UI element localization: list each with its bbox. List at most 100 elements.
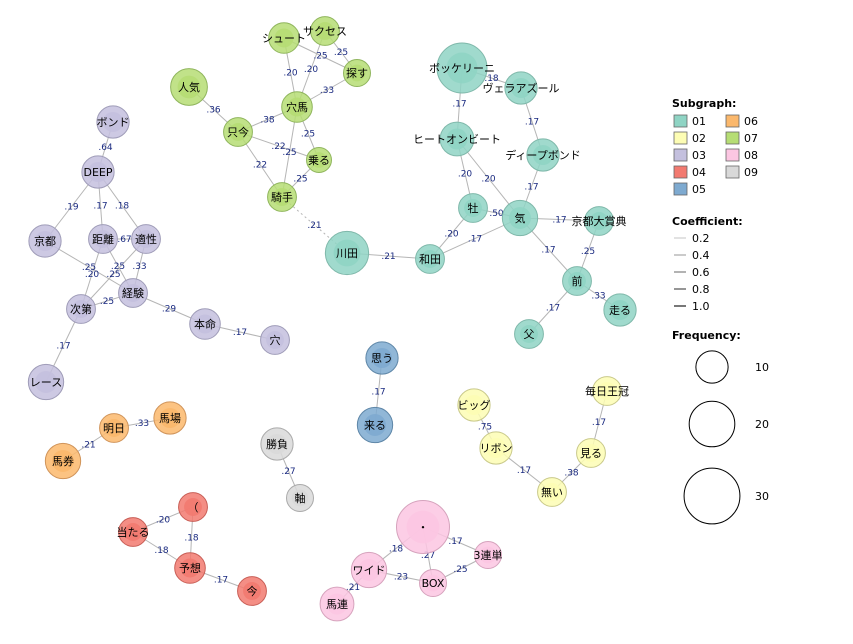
node-mesu[interactable]: 牡 (458, 193, 488, 223)
edge-weight-label: .18 (484, 74, 499, 84)
node-ana[interactable]: 穴 (260, 325, 290, 355)
node-sagasu[interactable]: 探す (343, 59, 371, 87)
node-mae[interactable]: 前 (562, 266, 592, 296)
edge-weight-label: .18 (115, 202, 130, 212)
node-shooto[interactable]: シュート (262, 22, 306, 54)
edge-weight-label: .18 (184, 534, 199, 544)
frequency-circle (688, 400, 736, 448)
node-sanrentan[interactable]: 3連単 (474, 541, 503, 569)
node-label: 距離 (92, 232, 114, 246)
node-core (177, 75, 201, 99)
node-honmei[interactable]: 本命 (189, 308, 221, 340)
node-core (137, 230, 155, 248)
node-ima[interactable]: 今 (237, 576, 267, 606)
node-label: 探す (346, 67, 368, 80)
node-ki[interactable]: 気 (501, 199, 539, 237)
node-shoubu[interactable]: 勝負 (260, 427, 294, 461)
node-label: ビッグ (458, 398, 491, 412)
node-label: 騎手 (271, 190, 293, 204)
node-tadaima[interactable]: 只今 (223, 117, 253, 147)
edge-weight-label: .17 (452, 100, 466, 110)
node-keiken[interactable]: 経験 (118, 278, 148, 308)
node-core (195, 314, 215, 334)
node-baken[interactable]: 馬券 (44, 442, 82, 480)
node-kyotodai[interactable]: 京都大賞典 (572, 206, 627, 236)
edge-weight-label: .25 (293, 175, 307, 185)
node-label: 来る (364, 419, 386, 432)
node-miru[interactable]: 見る (576, 438, 606, 468)
node-nai[interactable]: 無い (537, 477, 567, 507)
node-omou[interactable]: 思う (365, 341, 399, 375)
node-core (364, 414, 386, 436)
node-yosou[interactable]: 予想 (174, 552, 206, 584)
node-ninki[interactable]: 人気 (170, 68, 208, 106)
node-core (35, 371, 57, 393)
node-core (421, 250, 439, 268)
node-big[interactable]: ビッグ (457, 388, 491, 422)
node-core (274, 28, 294, 48)
node-core (160, 408, 180, 428)
edge-weight-label: .21 (381, 252, 395, 262)
edge-weight-label: .67 (117, 235, 131, 245)
edge-weight-label: .17 (371, 388, 385, 398)
node-kawada[interactable]: 川田 (324, 230, 370, 276)
node-label: 人気 (178, 80, 200, 94)
node-noru[interactable]: 乗る (306, 147, 332, 173)
node-kuru[interactable]: 来る (356, 406, 394, 444)
subgraph-legend-item-03: 03 (673, 148, 706, 162)
coefficient-value: 0.4 (692, 249, 710, 262)
node-paren[interactable]: （ (178, 492, 208, 522)
subgraph-legend-item-05: 05 (673, 182, 706, 196)
node-deep[interactable]: ディープボンド (505, 138, 581, 172)
node-tekisei[interactable]: 適性 (131, 224, 161, 254)
node-label: 馬場 (159, 412, 181, 425)
node-anaba[interactable]: 穴馬 (281, 91, 313, 123)
edge-weight-label: .17 (541, 246, 555, 256)
node-bokkuri[interactable]: ボッケリーニ (429, 42, 495, 94)
node-wide[interactable]: ワイド (350, 551, 388, 589)
node-ashita[interactable]: 明日 (99, 413, 129, 443)
node-mainichi[interactable]: 毎日王冠 (585, 376, 629, 406)
edge-weight-label: .29 (162, 305, 177, 315)
edge-weight-label: .20 (458, 170, 473, 180)
node-label: 適性 (135, 232, 157, 246)
edge-weight-label: .21 (307, 221, 321, 231)
node-success[interactable]: サクセス (303, 16, 347, 46)
edge-weight-label: .18 (389, 545, 404, 555)
subgraph-code: 05 (692, 183, 706, 196)
node-core (598, 382, 616, 400)
node-chichi[interactable]: 父 (514, 319, 544, 349)
node-dot[interactable]: ・ (395, 499, 451, 555)
node-baba[interactable]: 馬場 (153, 401, 187, 435)
node-heat[interactable]: ヒートオンビート (413, 121, 501, 157)
node-label: ボッケリーニ (429, 62, 495, 75)
node-baren[interactable]: 馬連 (319, 586, 355, 622)
node-shidai[interactable]: 次第 (66, 294, 96, 324)
node-ribbon[interactable]: リボン (479, 431, 513, 465)
node-core (105, 419, 123, 437)
frequency-circle (695, 350, 729, 384)
node-box[interactable]: BOX (419, 569, 447, 597)
node-kyoto[interactable]: 京都 (28, 224, 62, 258)
node-vera[interactable]: ヴェラアズール (483, 71, 560, 105)
node-wada[interactable]: 和田 (415, 244, 445, 274)
subgraph-code: 07 (744, 132, 758, 145)
node-label: 京都大賞典 (572, 214, 627, 228)
subgraph-code: 09 (744, 166, 758, 179)
node-hashiru[interactable]: 走る (603, 293, 637, 327)
node-kishu[interactable]: 騎手 (267, 182, 297, 212)
node-label: 乗る (308, 154, 330, 167)
node-label: 走る (609, 304, 631, 317)
node-race[interactable]: レース (27, 363, 65, 401)
node-label: 馬券 (52, 454, 74, 468)
node-bond[interactable]: ボンド (96, 105, 130, 139)
node-kyori[interactable]: 距離 (88, 224, 118, 254)
node-jiku[interactable]: 軸 (286, 484, 314, 512)
subgraph-swatch (673, 182, 688, 196)
node-ataru[interactable]: 当たる (117, 517, 150, 547)
node-deepc[interactable]: DEEP (81, 155, 115, 189)
node-core (243, 582, 261, 600)
node-label: 当たる (117, 525, 150, 539)
node-label: ヴェラアズール (483, 81, 560, 95)
